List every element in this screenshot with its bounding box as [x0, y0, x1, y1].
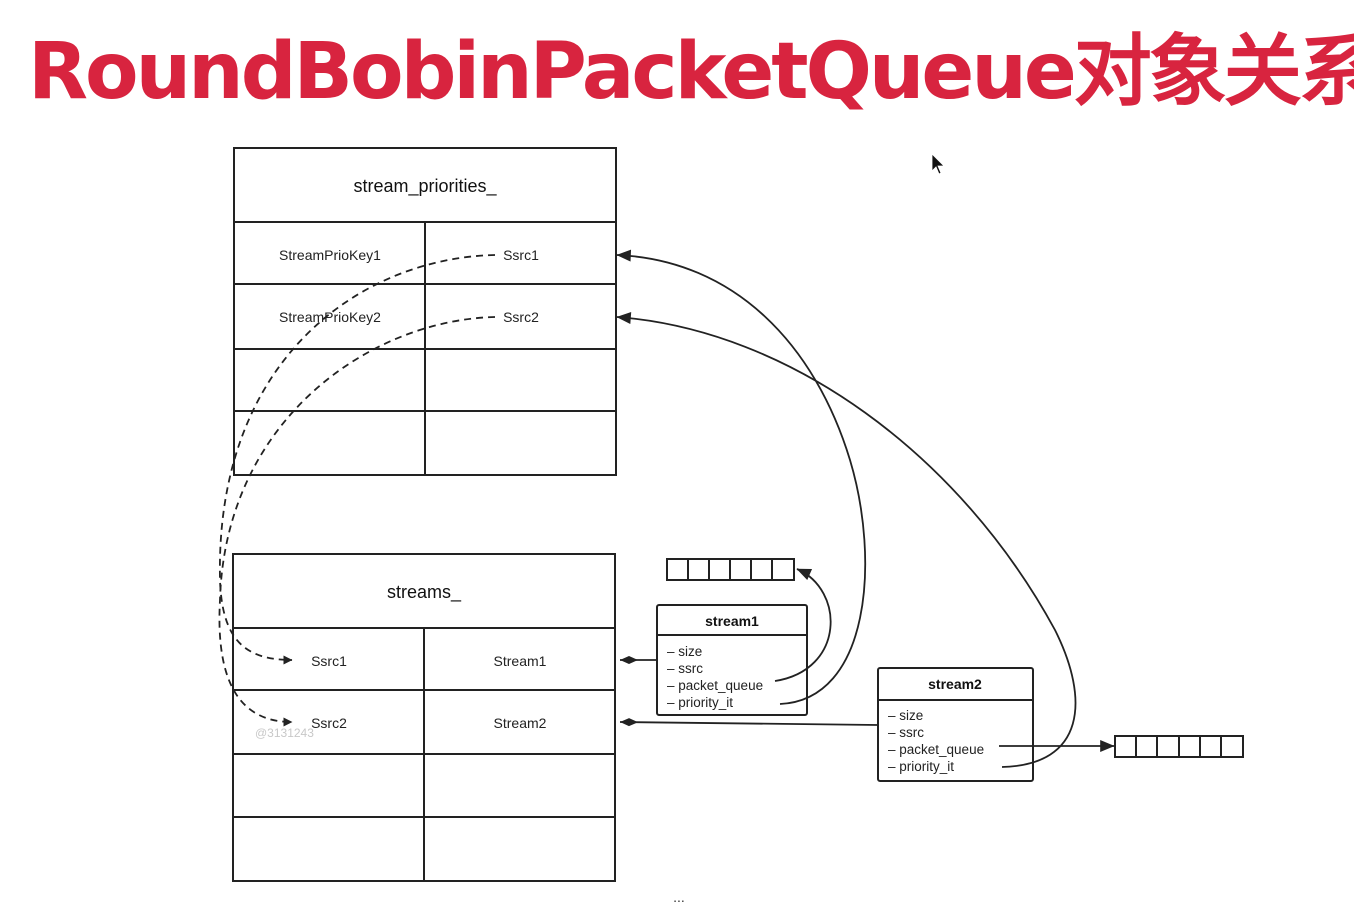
streams-header: streams_	[387, 582, 462, 603]
prio-key-1: StreamPrioKey1	[279, 247, 381, 263]
streams-stream-1: Stream1	[494, 653, 547, 669]
stream2-header: stream2	[928, 676, 982, 692]
streams-table	[232, 553, 616, 882]
mouse-cursor-icon	[931, 153, 945, 175]
dashed-arrow-ssrc2	[218, 316, 496, 727]
slide-title: RoundBobinPacketQueue对象关系	[28, 27, 1354, 117]
packet-queue-2	[1114, 735, 1244, 758]
stream1-field-priority-it: – priority_it	[667, 695, 733, 710]
prio-ssrc-2: Ssrc2	[503, 309, 539, 325]
stream-priorities-header: stream_priorities_	[353, 176, 497, 197]
stream1-field-ssrc: – ssrc	[667, 661, 703, 676]
arrow-stream2-priority-it	[616, 312, 1077, 768]
footer-ellipsis: ...	[673, 889, 685, 905]
stream-priorities-table	[233, 147, 617, 476]
packet-queue-1	[666, 558, 795, 581]
streams-ssrc-1: Ssrc1	[311, 653, 347, 669]
arrow-stream1-priority-it	[616, 249, 867, 705]
arrow-stream1-packet-queue	[774, 568, 832, 682]
streams-stream-2: Stream2	[494, 715, 547, 731]
prio-ssrc-1: Ssrc1	[503, 247, 539, 263]
stream2-field-ssrc: – ssrc	[888, 725, 924, 740]
stream1-header: stream1	[705, 613, 759, 629]
watermark: @3131243	[255, 726, 314, 740]
dashed-arrow-ssrc1	[219, 254, 496, 665]
streams-ssrc-2: Ssrc2	[311, 715, 347, 731]
stream2-field-priority-it: – priority_it	[888, 759, 954, 774]
stream1-field-packet-queue: – packet_queue	[667, 678, 763, 693]
prio-key-2: StreamPrioKey2	[279, 309, 381, 325]
stream1-field-size: – size	[667, 644, 702, 659]
stream2-field-size: – size	[888, 708, 923, 723]
stream2-field-packet-queue: – packet_queue	[888, 742, 984, 757]
composition-stream2	[619, 718, 879, 727]
